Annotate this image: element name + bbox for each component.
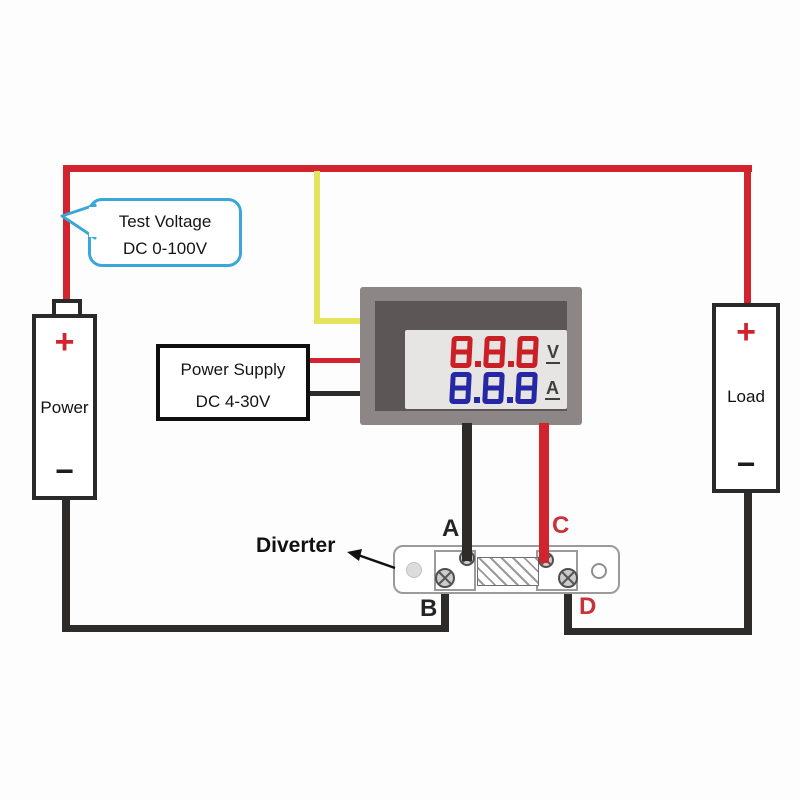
wire-power-negative-vertical — [62, 498, 70, 632]
wire-red-left-vertical — [63, 165, 70, 302]
terminal-c-label: C — [552, 512, 570, 539]
power-minus-sign: − — [55, 453, 74, 489]
wire-supply-red — [307, 358, 362, 363]
wire-red-right-vertical — [744, 165, 751, 308]
test-voltage-callout: Test Voltage DC 0-100V — [88, 198, 242, 267]
current-readout: A — [449, 372, 560, 404]
volt-unit-label: V — [545, 342, 560, 364]
amp-unit-label: A — [545, 378, 560, 400]
meter-display: V A — [405, 330, 567, 409]
terminal-b-screw — [435, 568, 455, 588]
power-supply-box: Power Supply DC 4-30V — [156, 344, 310, 421]
wire-b-horizontal — [62, 625, 449, 632]
wire-d-horizontal — [564, 628, 752, 635]
wire-d-vertical — [564, 578, 572, 635]
load-plus-sign: + — [736, 313, 756, 351]
terminal-d-label: D — [579, 593, 597, 620]
terminal-b-label: B — [420, 595, 438, 622]
diverter-label: Diverter — [256, 534, 336, 557]
current-digits — [449, 372, 538, 404]
power-label: Power — [40, 398, 89, 417]
meter-bezel: V A — [375, 301, 567, 411]
callout-line2: DC 0-100V — [122, 239, 208, 258]
power-supply-line2: DC 4-30V — [195, 392, 271, 411]
voltage-digits — [450, 336, 539, 368]
panel-meter: V A — [360, 287, 582, 425]
load-label: Load — [727, 387, 765, 406]
callout-line1: Test Voltage — [118, 212, 212, 231]
callout-tail — [60, 203, 101, 240]
wire-yellow-vertical — [314, 171, 320, 323]
load-battery-body — [712, 303, 780, 493]
shunt-resistance-element — [477, 557, 539, 586]
power-plus-sign: + — [54, 323, 75, 361]
wire-load-negative-vertical — [744, 490, 752, 635]
wire-meter-to-shunt-black — [462, 423, 472, 561]
wire-yellow-horizontal — [314, 318, 362, 324]
terminal-d-screw — [558, 568, 578, 588]
shunt-mount-hole-right — [591, 563, 607, 579]
power-battery-body — [32, 314, 97, 500]
diverter-arrow — [347, 549, 396, 570]
wire-b-vertical — [441, 578, 449, 632]
shunt-mount-hole-left — [406, 562, 422, 578]
wire-meter-to-shunt-red — [539, 423, 549, 563]
voltage-readout: V — [450, 336, 560, 368]
load-minus-sign: − — [736, 446, 756, 482]
power-supply-line1: Power Supply — [180, 360, 286, 379]
wire-red-top-horizontal — [63, 165, 752, 172]
terminal-a-label: A — [442, 515, 460, 542]
wire-supply-black — [307, 391, 362, 396]
